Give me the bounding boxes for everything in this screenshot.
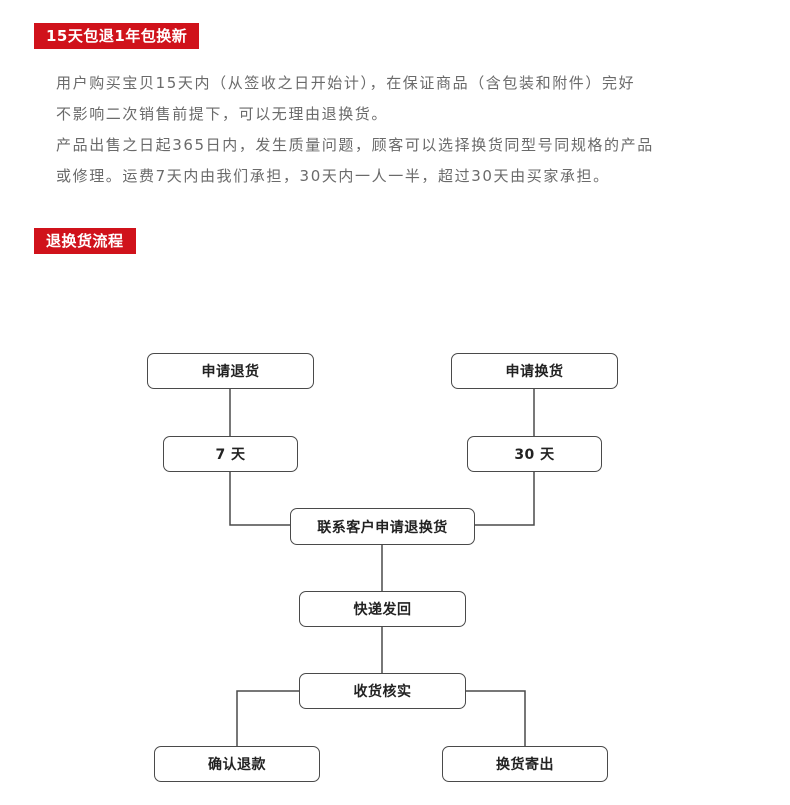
connector-30days-to-contact [474,472,535,526]
connector-verify-to-exchange [464,690,526,746]
policy-line-3: 产品出售之日起365日内，发生质量问题，顾客可以选择换货同型号同规格的产品 [56,136,654,154]
policy-text: 用户购买宝贝15天内（从签收之日开始计），在保证商品（含包装和附件）完好 不影响… [56,68,776,192]
node-30-days: 30 天 [467,436,602,472]
node-contact-service: 联系客户申请退换货 [290,508,475,545]
node-ship-back: 快递发回 [299,591,466,627]
node-7-days: 7 天 [163,436,298,472]
section-title-flow: 退换货流程 [34,228,136,254]
policy-line-4: 或修理。运费7天内由我们承担，30天内一人一半，超过30天由买家承担。 [56,167,610,185]
node-ship-exchange: 换货寄出 [442,746,608,782]
section-title-policy: 15天包退1年包换新 [34,23,200,49]
connector-verify-to-refund [236,690,300,746]
connector-7days-to-contact [229,472,291,526]
node-verify-receipt: 收货核实 [299,673,466,709]
node-confirm-refund: 确认退款 [154,746,320,782]
node-apply-return: 申请退货 [147,353,314,389]
policy-line-2: 不影响二次销售前提下，可以无理由退换货。 [56,105,389,123]
node-apply-exchange: 申请换货 [451,353,618,389]
policy-line-1: 用户购买宝贝15天内（从签收之日开始计），在保证商品（含包装和附件）完好 [56,74,636,92]
